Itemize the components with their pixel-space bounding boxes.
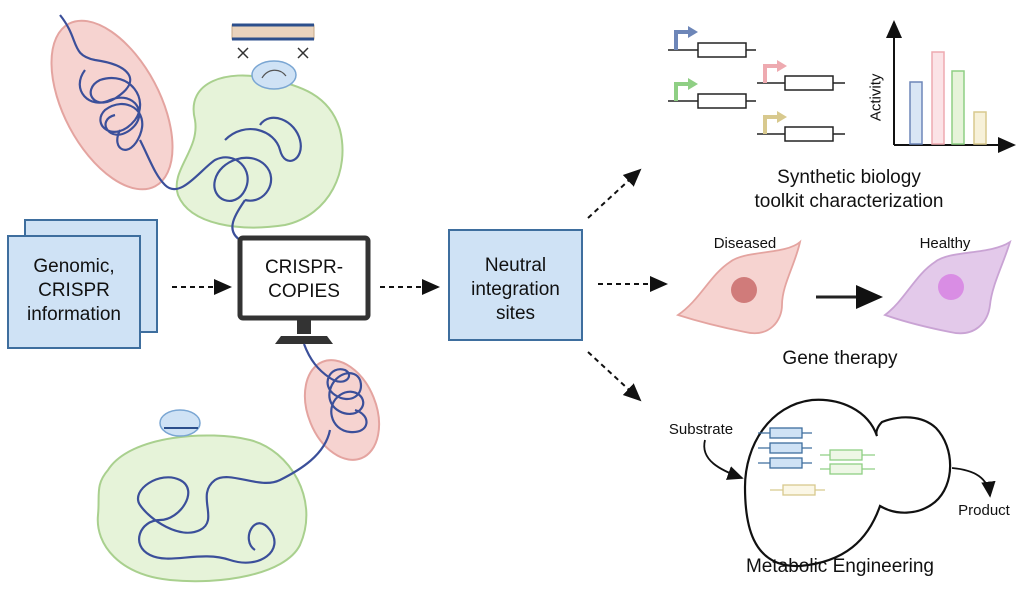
arrow-product-out <box>951 467 996 498</box>
healthy-label: Healthy <box>919 235 971 252</box>
dna-strand-top <box>59 14 302 241</box>
tool-name-label: CRISPR- COPIES <box>264 257 344 302</box>
genetic-construct-green <box>668 78 756 109</box>
metabolic-gene-yellow <box>770 484 825 496</box>
bacterium-red-bottom <box>303 359 381 461</box>
arrow-substrate-in <box>703 439 744 480</box>
activity-chart <box>886 20 1016 153</box>
cas9-complex-icon-bottom <box>159 409 201 437</box>
bacterium-green-top <box>175 74 344 229</box>
yeast-cell <box>743 398 952 568</box>
activity-bar-pink <box>931 51 945 145</box>
genetic-construct-pink <box>757 60 845 91</box>
input-box-stack <box>7 219 158 349</box>
input-box-label: Genomic, CRISPR information <box>27 256 121 325</box>
activity-bar-yellow <box>973 111 987 145</box>
metabolic-caption: Metabolic Engineering <box>745 556 934 577</box>
diseased-label: Diseased <box>713 235 777 252</box>
activity-bar-blue <box>909 81 923 145</box>
substrate-label: Substrate <box>668 421 734 438</box>
activity-axis-label: Activity <box>867 73 885 122</box>
synbio-caption: Synthetic biology toolkit characterizati… <box>754 167 944 212</box>
metabolic-genes-blue <box>758 427 812 469</box>
activity-bar-green <box>951 70 965 145</box>
dna-strand-bottom <box>136 343 368 564</box>
product-label: Product <box>958 502 1010 519</box>
genetic-construct-blue <box>668 26 756 58</box>
output-box-label: Neutral integration sites <box>471 255 560 324</box>
dna-repair-template-icon <box>231 23 315 59</box>
arrow-to-metabolic <box>587 351 642 402</box>
output-box <box>448 229 583 341</box>
bacterium-green-bottom <box>96 434 308 583</box>
metabolic-genes-green <box>820 449 875 475</box>
cell-healthy <box>883 239 1012 335</box>
cell-diseased <box>675 239 802 335</box>
cas9-complex-icon-top <box>251 60 297 90</box>
genetic-construct-yellow <box>757 111 845 142</box>
computer-monitor-icon <box>237 235 371 344</box>
arrow-to-synbio <box>587 168 642 219</box>
gene-therapy-caption: Gene therapy <box>782 348 898 369</box>
